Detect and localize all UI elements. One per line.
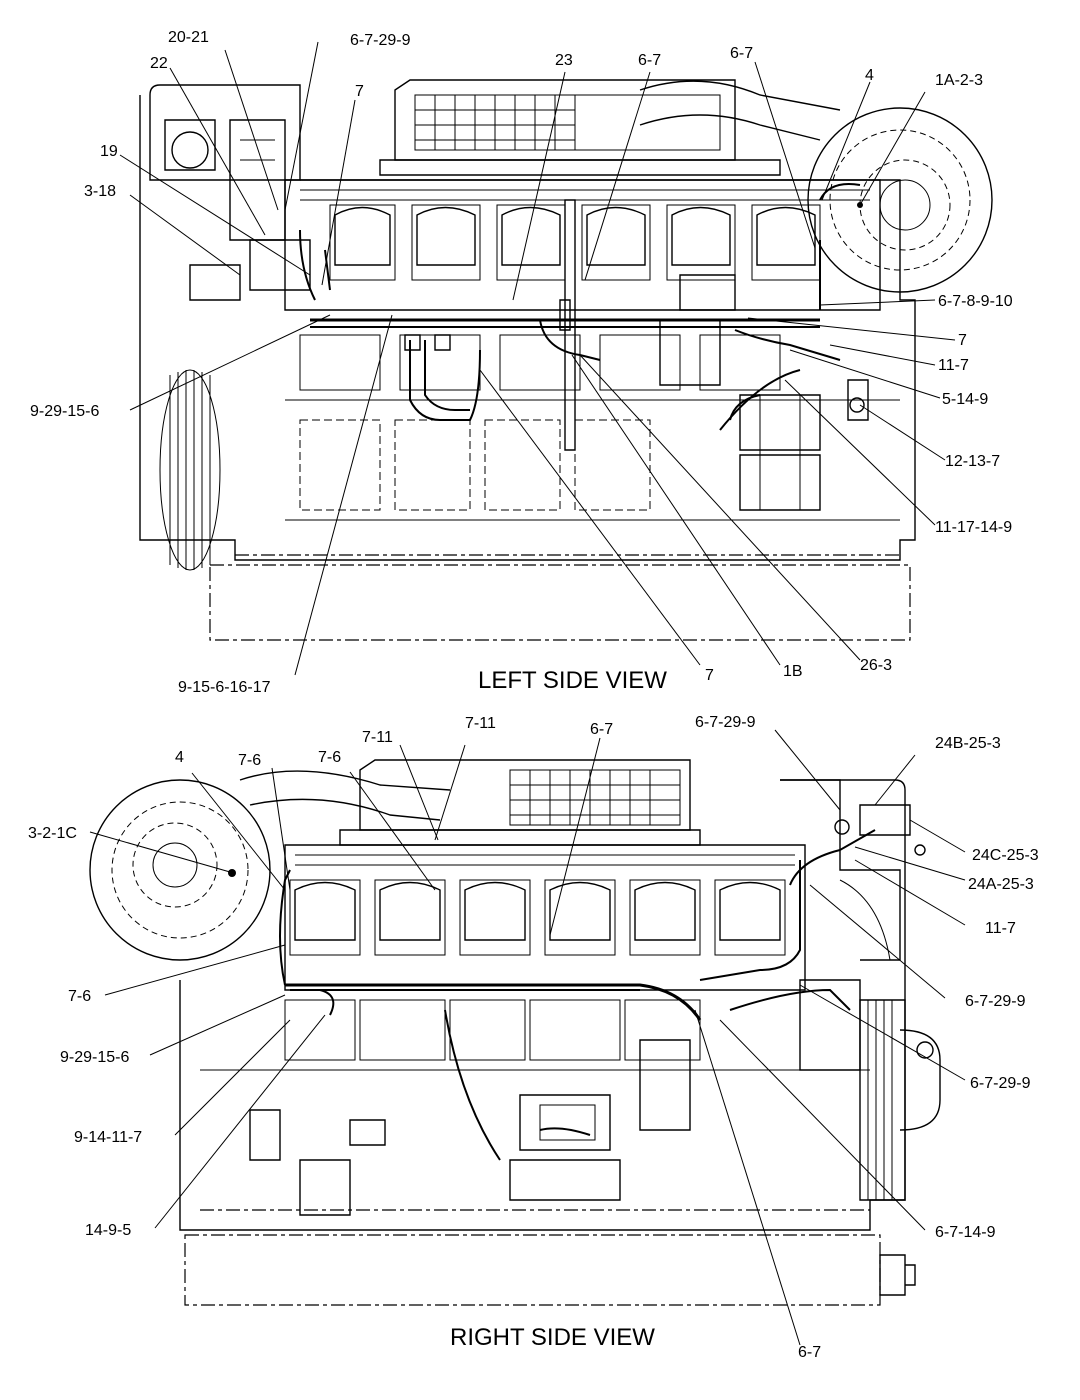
callout-6-7-29-9-c: 6-7-29-9	[965, 993, 1026, 1010]
callout-1a-2-3: 1A-2-3	[935, 72, 983, 89]
callout-7-b: 7	[958, 332, 967, 349]
callout-6-7-29-9-b: 6-7-29-9	[695, 714, 756, 731]
callout-7-c: 7	[705, 667, 714, 684]
callout-9-15-6-16-17: 9-15-6-16-17	[178, 679, 271, 696]
right-view-title: RIGHT SIDE VIEW	[450, 1324, 655, 1351]
callout-14-9-5: 14-9-5	[85, 1222, 131, 1239]
callout-6-7-a: 6-7	[638, 52, 661, 69]
callout-11-7-b: 11-7	[985, 920, 1016, 937]
left-side-view-drawing	[139, 79, 993, 641]
callout-3-2-1c: 3-2-1C	[28, 825, 77, 842]
callout-7-6-b: 7-6	[318, 749, 341, 766]
callout-6-7-d: 6-7	[798, 1344, 821, 1361]
callout-7-a: 7	[355, 83, 364, 100]
callout-12-13-7: 12-13-7	[945, 453, 1000, 470]
callout-23: 23	[555, 52, 573, 69]
right-view-callouts: 7-11 7-11 6-7 6-7-29-9 24B-25-3 4 7-6 7-…	[28, 714, 1039, 1361]
callout-4-a: 4	[865, 67, 874, 84]
callout-6-7-8-9-10: 6-7-8-9-10	[938, 293, 1013, 310]
callout-5-14-9: 5-14-9	[942, 391, 988, 408]
callout-24b-25-3: 24B-25-3	[935, 735, 1001, 752]
callout-11-17-14-9: 11-17-14-9	[935, 519, 1012, 536]
callout-7-6-c: 7-6	[68, 988, 91, 1005]
right-side-view-drawing	[89, 759, 941, 1306]
callout-24c-25-3: 24C-25-3	[972, 847, 1039, 864]
callout-1b: 1B	[783, 663, 803, 680]
callout-6-7-14-9: 6-7-14-9	[935, 1224, 996, 1241]
callout-7-11-a: 7-11	[362, 729, 393, 746]
callout-6-7-29-9-a: 6-7-29-9	[350, 32, 411, 49]
callout-11-7-a: 11-7	[938, 357, 969, 374]
callout-26-3: 26-3	[860, 657, 892, 674]
callout-3-18: 3-18	[84, 183, 116, 200]
callout-6-7-b: 6-7	[730, 45, 753, 62]
callout-9-29-15-6-a: 9-29-15-6	[30, 403, 99, 420]
callout-9-29-15-6-b: 9-29-15-6	[60, 1049, 129, 1066]
left-view-leader-lines	[119, 41, 956, 676]
callout-22: 22	[150, 55, 168, 72]
left-view-title: LEFT SIDE VIEW	[478, 667, 667, 694]
callout-7-11-b: 7-11	[465, 715, 496, 732]
callout-20-21: 20-21	[168, 29, 209, 46]
callout-9-14-11-7: 9-14-11-7	[74, 1129, 142, 1146]
callout-6-7-29-9-d: 6-7-29-9	[970, 1075, 1031, 1092]
callout-7-6-a: 7-6	[238, 752, 261, 769]
callout-6-7-c: 6-7	[590, 721, 613, 738]
right-view-leader-lines	[89, 729, 966, 1346]
callout-4-b: 4	[175, 749, 184, 766]
callout-19: 19	[100, 143, 118, 160]
left-view-callouts: 20-21 6-7-29-9 22 23 6-7 6-7 4 1A-2-3 7 …	[30, 29, 1013, 696]
callout-24a-25-3: 24A-25-3	[968, 876, 1034, 893]
